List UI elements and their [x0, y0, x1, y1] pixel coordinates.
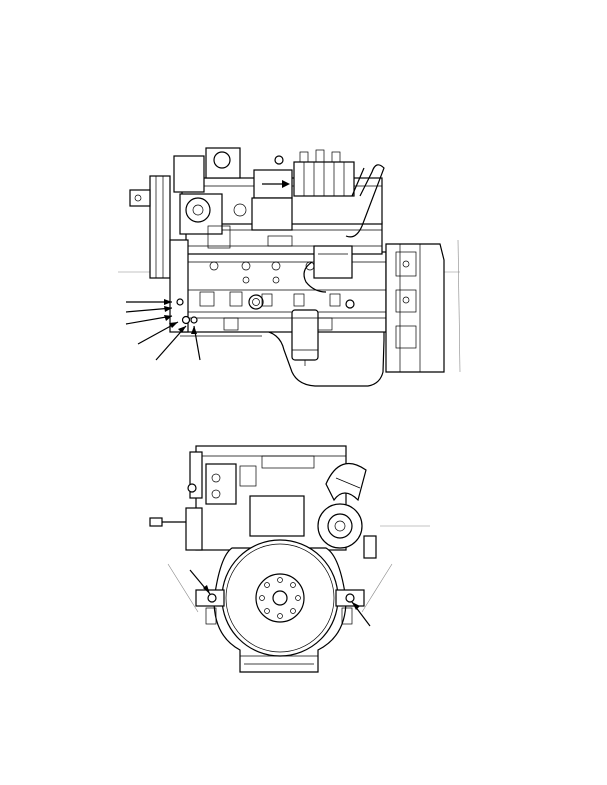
front-accessories: [173, 147, 284, 249]
fuel-injection-pump: [293, 149, 355, 197]
ecm-module: [251, 197, 353, 293]
crossover-pipe: [345, 164, 385, 238]
front-cover: [169, 239, 189, 333]
engine-side-view: [118, 147, 461, 387]
front-plugs: [176, 298, 198, 325]
flywheel-housing: [385, 243, 445, 373]
turbocharger: [317, 462, 377, 559]
crank-pulley: [129, 175, 171, 279]
oil-filter: [291, 309, 319, 366]
rear-mounts: [167, 563, 393, 625]
left-bracket: [149, 507, 203, 551]
engine-rear-view: [149, 445, 430, 673]
callout-arrows-rear: [189, 569, 371, 627]
oil-pan: [174, 327, 385, 387]
callout-arrows-side: [125, 299, 201, 361]
intake-manifold: [253, 169, 293, 199]
flywheel: [221, 539, 339, 657]
block-bosses: [199, 261, 355, 331]
